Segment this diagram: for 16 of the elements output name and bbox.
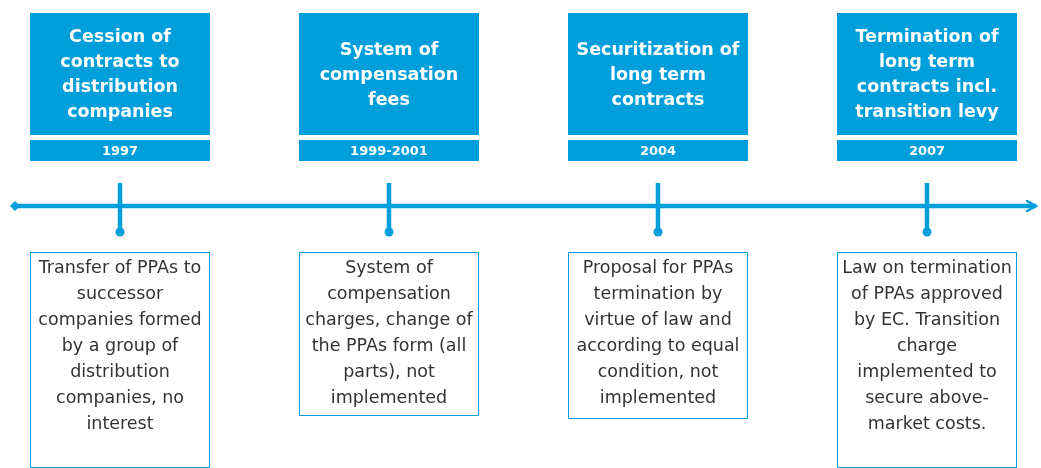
timeline-tick <box>922 183 932 237</box>
event-title-box: Cession of contracts to distribution companies <box>30 13 210 135</box>
event-title-box: Securitization of long term contracts <box>568 13 748 135</box>
timeline-tick <box>115 183 125 237</box>
event-title-box: System of compensation fees <box>299 13 479 135</box>
year-label-box: 2004 <box>568 140 748 161</box>
timeline-tick <box>384 183 394 237</box>
description-box: Transfer of PPAs to successor companies formed by a group of distribution companies, no interest <box>30 252 210 468</box>
year-label-box: 2007 <box>837 140 1017 161</box>
description-box: Proposal for PPAs termination by virtue of law and according to equal condition, not implemented <box>568 252 748 419</box>
description-box: Law on termination of PPAs approved by EC. Transition charge implemented to secure above-market costs. <box>837 252 1017 468</box>
timeline-tick <box>653 183 663 237</box>
event-title-box: Termination of long term contracts incl. transition levy <box>837 13 1017 135</box>
description-box: System of compensation charges, change of the PPAs form (all parts), not implemented <box>299 252 479 416</box>
year-label-box: 1999-2001 <box>299 140 479 161</box>
year-label-box: 1997 <box>30 140 210 161</box>
